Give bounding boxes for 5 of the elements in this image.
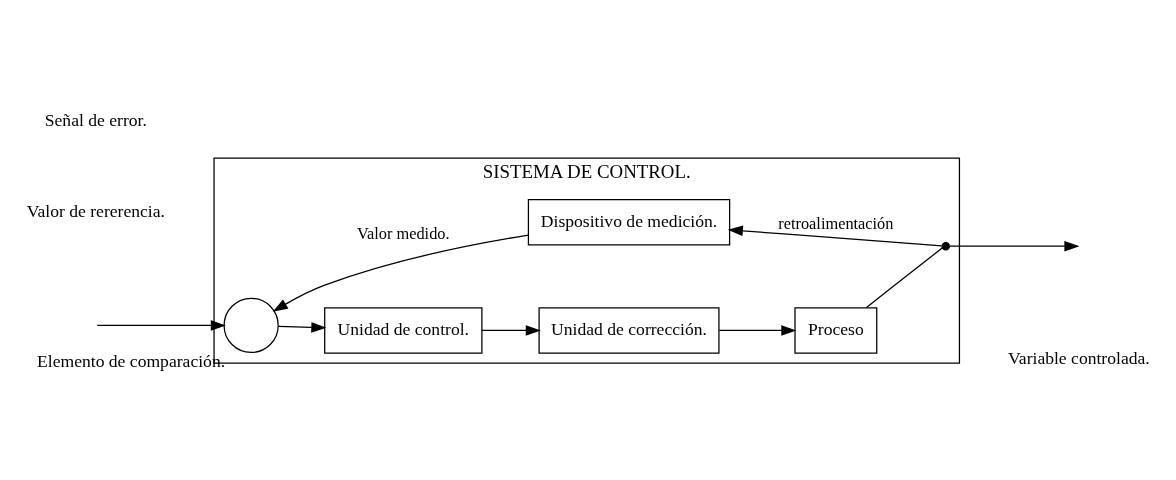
edge-label: Valor medido. [357, 223, 450, 243]
edge-label: retroalimentación [778, 213, 894, 233]
label: Valor de rererencia. [26, 200, 165, 221]
label: Variable controlada. [1008, 347, 1150, 368]
label: Señal de error. [44, 109, 147, 130]
